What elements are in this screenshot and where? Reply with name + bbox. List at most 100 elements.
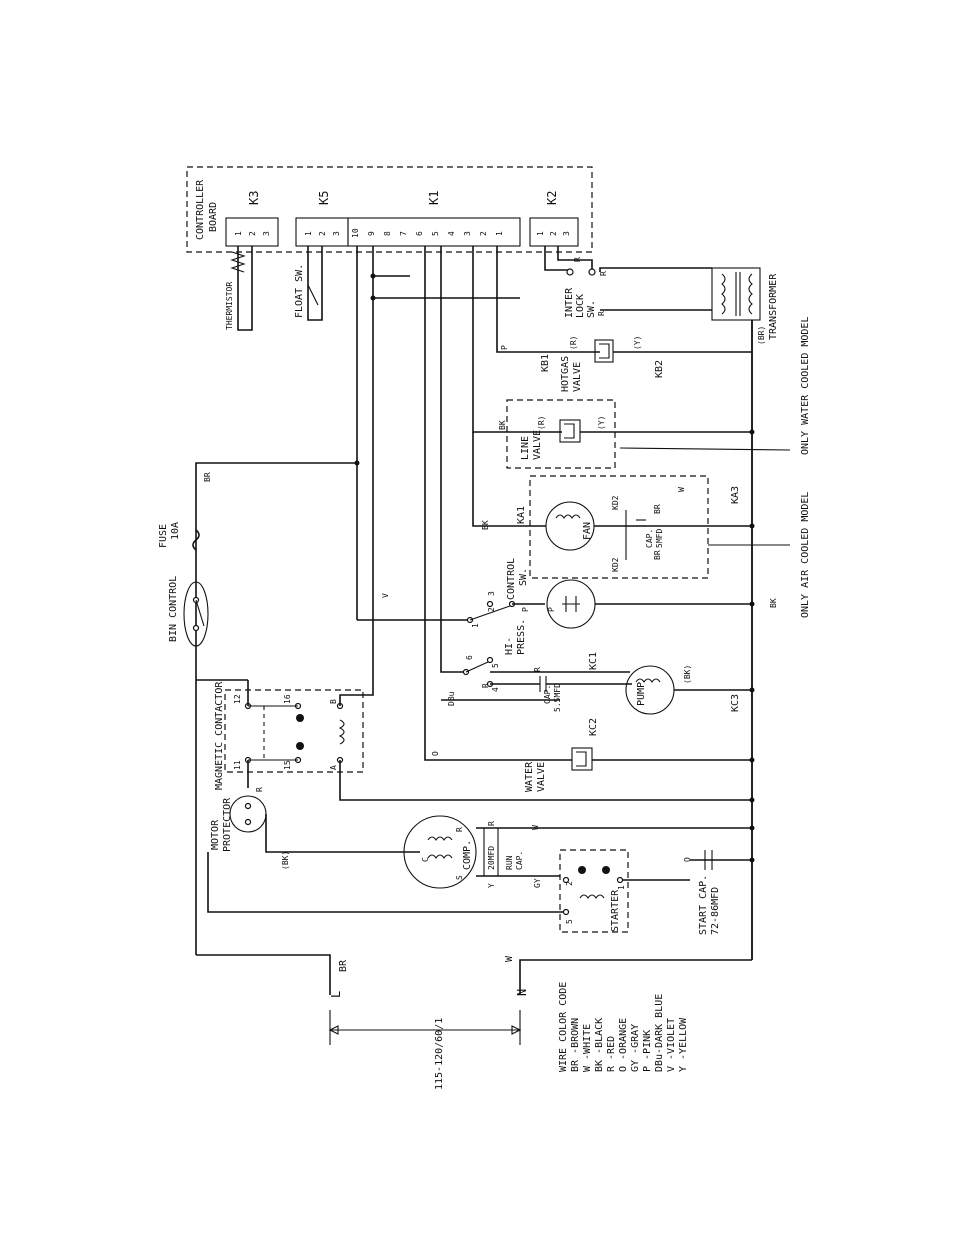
magnetic-contactor-label: MAGNETIC CONTACTOR: [214, 681, 225, 790]
legend-row: Y -YELLOW: [678, 1017, 689, 1072]
hotgas-y: (Y): [633, 336, 642, 350]
motor-protector-label-1: MOTOR: [210, 819, 221, 850]
transformer-label: TRANSFORMER: [768, 273, 779, 340]
starter: 2 1 5 STARTER: [207, 849, 690, 933]
only-air-label: ONLY AIR COOLED MODEL: [800, 492, 811, 618]
water-valve-label-1: WATER: [524, 761, 535, 792]
hotgas-r: (R): [569, 336, 578, 350]
legend-row: V -VIOLET: [666, 1018, 677, 1072]
wire-label-o: O: [431, 751, 440, 756]
k2-pin-2: 2: [549, 231, 558, 236]
line-valve-y: (Y): [597, 416, 606, 430]
run-cap-3: 20MFD: [487, 846, 496, 870]
mc-pin-b: B: [329, 699, 338, 704]
wire-label-p: P: [547, 607, 556, 612]
k1-pin-6: 6: [415, 231, 424, 236]
hi-press-switch: P BK: [546, 579, 778, 629]
thermistor: THERMISTOR: [225, 246, 253, 331]
wire-label-w: W: [677, 487, 686, 492]
interlock-label-3: SW.: [586, 300, 597, 318]
pump-kc1: KC1: [588, 652, 599, 670]
k1-pin-4: 4: [447, 231, 456, 236]
wire-label-bk: BK: [769, 598, 778, 608]
hotgas-kb2: KB2: [654, 360, 665, 378]
comp-label: COMP.: [462, 840, 473, 870]
neutral-n-label: N: [515, 989, 529, 996]
orange-wire: O: [424, 246, 572, 761]
cs-pin-5: 5: [491, 663, 500, 668]
float-switch-label: FLOAT SW.: [294, 264, 305, 318]
fuse-label-2: 10A: [170, 522, 181, 540]
pump-bk: (BK): [683, 665, 692, 684]
fan-label: FAN: [582, 522, 593, 540]
k2-connector: [529, 217, 579, 247]
k2-pin-1: 1: [536, 231, 545, 236]
wire-label-r: R: [597, 311, 606, 316]
start-capacitor: O START CAP. 72-86MFD: [683, 850, 752, 935]
wire-label-bk: (BK): [281, 851, 290, 870]
wire-label-bk: BK: [481, 520, 490, 530]
k2-label: K2: [545, 191, 559, 205]
k1-pin-3: 3: [463, 231, 472, 236]
k5-pin-1: 1: [304, 231, 313, 236]
water-valve-label-2: VALVE: [536, 762, 547, 792]
k2-pin-3: 3: [562, 231, 571, 236]
hotgas-label-1: HOTGAS: [560, 356, 571, 392]
start-cap-2: 72-86MFD: [710, 887, 721, 935]
run-cap-1: RUN: [505, 855, 514, 870]
wire-label-br: BR: [203, 472, 212, 482]
wire-label-o: O: [683, 857, 692, 862]
hi-press-label-1: HI-: [504, 637, 515, 655]
legend-row: DBu-DARK BLUE: [654, 994, 665, 1072]
controller-board-label-2: BOARD: [208, 202, 219, 232]
motor-protector: MOTOR PROTECTOR (BK): [210, 795, 420, 870]
wire-label-dbu: DBu: [447, 691, 456, 706]
k5-pin-3: 3: [332, 231, 341, 236]
legend-row: GY -GRAY: [630, 1024, 641, 1072]
fan-ka3: KA3: [730, 486, 741, 504]
k1-pin-7: 7: [399, 231, 408, 236]
legend-row: BK -BLACK: [594, 1018, 605, 1072]
hotgas-kb1: KB1: [540, 354, 551, 372]
interlock-switch: INTER LOCK SW. R R: [544, 246, 608, 318]
legend-row: W -WHITE: [582, 1024, 593, 1072]
mc-pin-12: 12: [233, 694, 242, 704]
fuse-label-1: FUSE: [158, 524, 169, 548]
k1-pin-5: 5: [431, 231, 440, 236]
control-switch-label-1: CONTROL: [506, 558, 517, 600]
hotgas-valve: P KB1 HOTGAS VALVE (R) (Y) KB2: [496, 246, 752, 392]
fuse: FUSE 10A BR: [158, 246, 360, 955]
k3-pin-1: 1: [234, 231, 243, 236]
white-bus: [749, 320, 755, 960]
pump-cap-2: 5.5MFD: [553, 683, 562, 712]
wire-label-br: BR: [653, 504, 662, 514]
k1-label: K1: [427, 191, 441, 205]
line-l-label: L: [329, 991, 343, 998]
k1-pin-8: 8: [383, 231, 392, 236]
power-supply-label: 115-120/60/1: [434, 1018, 445, 1090]
pump-kc2: KC2: [588, 718, 599, 736]
starter-label: STARTER: [610, 889, 621, 932]
pump-kc3: KC3: [730, 694, 741, 712]
wire-color-legend: WIRE COLOR CODE BR -BROWN W -WHITE BK -B…: [558, 982, 689, 1072]
k1-pin-9: 9: [367, 231, 376, 236]
start-cap-1: START CAP.: [698, 875, 709, 935]
only-water-label: ONLY WATER COOLED MODEL: [800, 317, 811, 455]
line-valve-label-2: VALVE: [532, 430, 543, 460]
wire-label-r: R: [573, 257, 582, 262]
interlock-label-1: INTER: [564, 287, 575, 318]
interlock-label-2: LOCK: [575, 294, 586, 318]
legend-row: BR -BROWN: [570, 1018, 581, 1072]
bin-control: BIN CONTROL: [168, 576, 209, 647]
power-feed: BR W L N 115-120/60/1: [196, 954, 752, 1090]
wire-label-r: R: [599, 271, 608, 276]
cs-pin-6: 6: [465, 655, 474, 660]
wire-label-br: BR: [653, 550, 662, 560]
k5-label: K5: [317, 191, 331, 205]
legend-title: WIRE COLOR CODE: [558, 982, 569, 1072]
k3-pin-2: 2: [248, 231, 257, 236]
wire-label-bk: BK: [498, 420, 507, 430]
wire-label-r: R: [255, 787, 264, 792]
mc-pin-16: 16: [283, 694, 292, 704]
